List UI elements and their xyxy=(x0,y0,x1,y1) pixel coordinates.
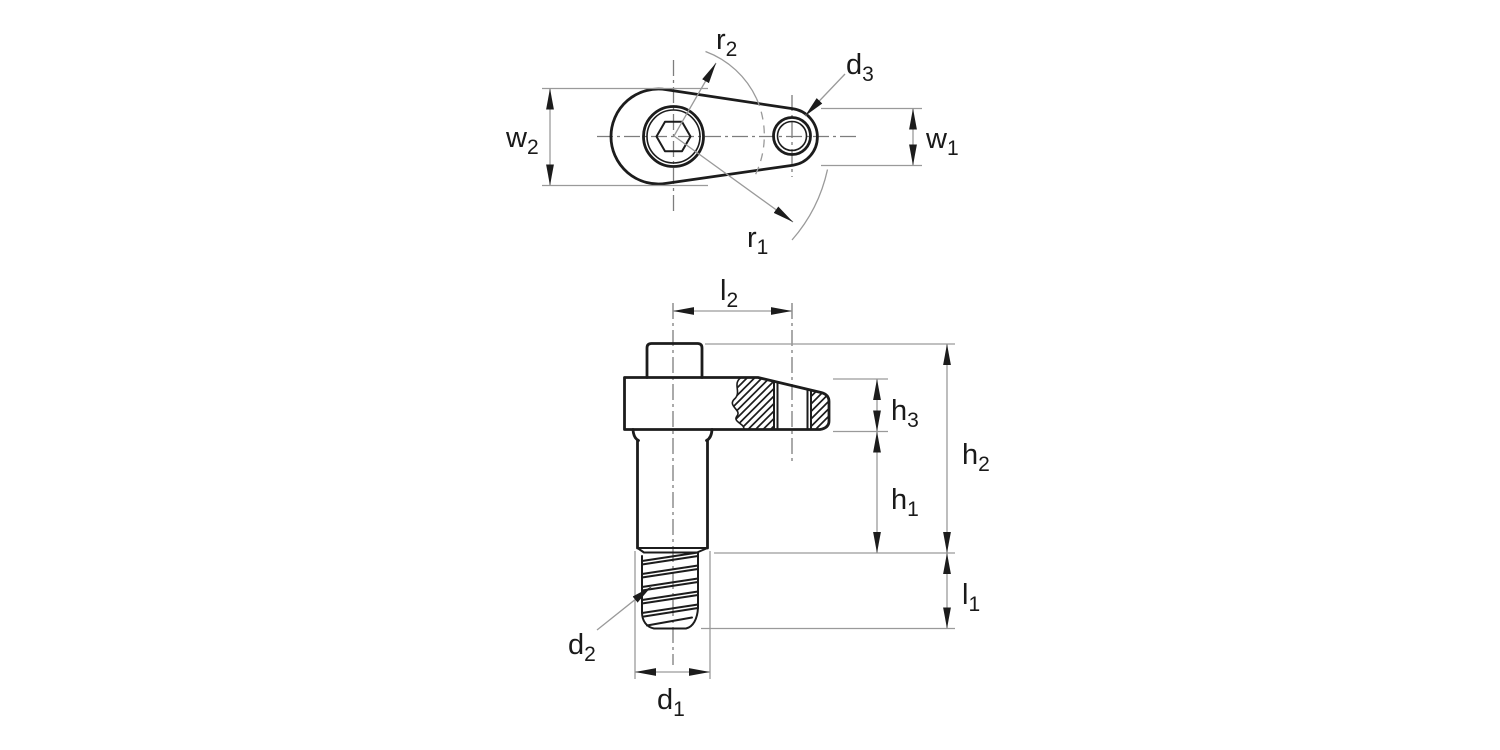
side-view-hatching xyxy=(732,377,829,430)
top-boss-outline xyxy=(645,342,704,379)
top-view xyxy=(542,50,922,241)
label-w1: w1 xyxy=(925,123,959,160)
r2-radius-line xyxy=(673,62,717,137)
side-view-part xyxy=(623,342,831,630)
label-h2: h2 xyxy=(962,439,990,476)
label-w2: w2 xyxy=(505,122,539,159)
section-hatch-left xyxy=(732,377,774,430)
head-and-arm-outline xyxy=(623,376,831,431)
side-view xyxy=(596,303,955,679)
label-h3: h3 xyxy=(891,395,919,432)
label-d2: d2 xyxy=(568,629,596,666)
swing-arc-hidden xyxy=(753,98,765,178)
small-hole-outer-circle xyxy=(772,116,812,156)
boss-outer-circle xyxy=(642,105,705,168)
small-hole-inner-circle xyxy=(776,120,808,152)
r1-radius-arc xyxy=(791,169,829,241)
label-l2: l2 xyxy=(720,275,738,312)
r2-radius-arc xyxy=(705,50,758,99)
clamp-body-outline xyxy=(609,87,819,186)
label-h1: h1 xyxy=(891,484,919,521)
shank-chamfer-edge xyxy=(636,547,709,554)
label-d3: d3 xyxy=(846,49,874,86)
thread-tip-outline xyxy=(641,606,699,630)
section-hatch-right xyxy=(811,390,829,430)
side-view-dimensions xyxy=(596,307,955,679)
label-d1: d1 xyxy=(657,684,685,721)
thread-crest-lines xyxy=(641,551,699,627)
side-view-centerlines xyxy=(672,303,793,665)
boss-inner-circle xyxy=(646,109,701,164)
d2-leader-line xyxy=(596,585,652,631)
top-view-centerlines xyxy=(597,60,860,213)
label-l1: l1 xyxy=(962,579,980,616)
dimension-labels: r2 d3 w2 w1 r1 l2 h3 h2 h1 l1 d2 d1 xyxy=(505,24,990,721)
label-r2: r2 xyxy=(716,24,737,61)
section-break-line xyxy=(731,376,745,431)
d3-leader-line xyxy=(804,73,846,117)
top-view-dimensions xyxy=(542,50,922,241)
label-r1: r1 xyxy=(747,222,768,259)
r1-radius-line xyxy=(673,135,794,223)
